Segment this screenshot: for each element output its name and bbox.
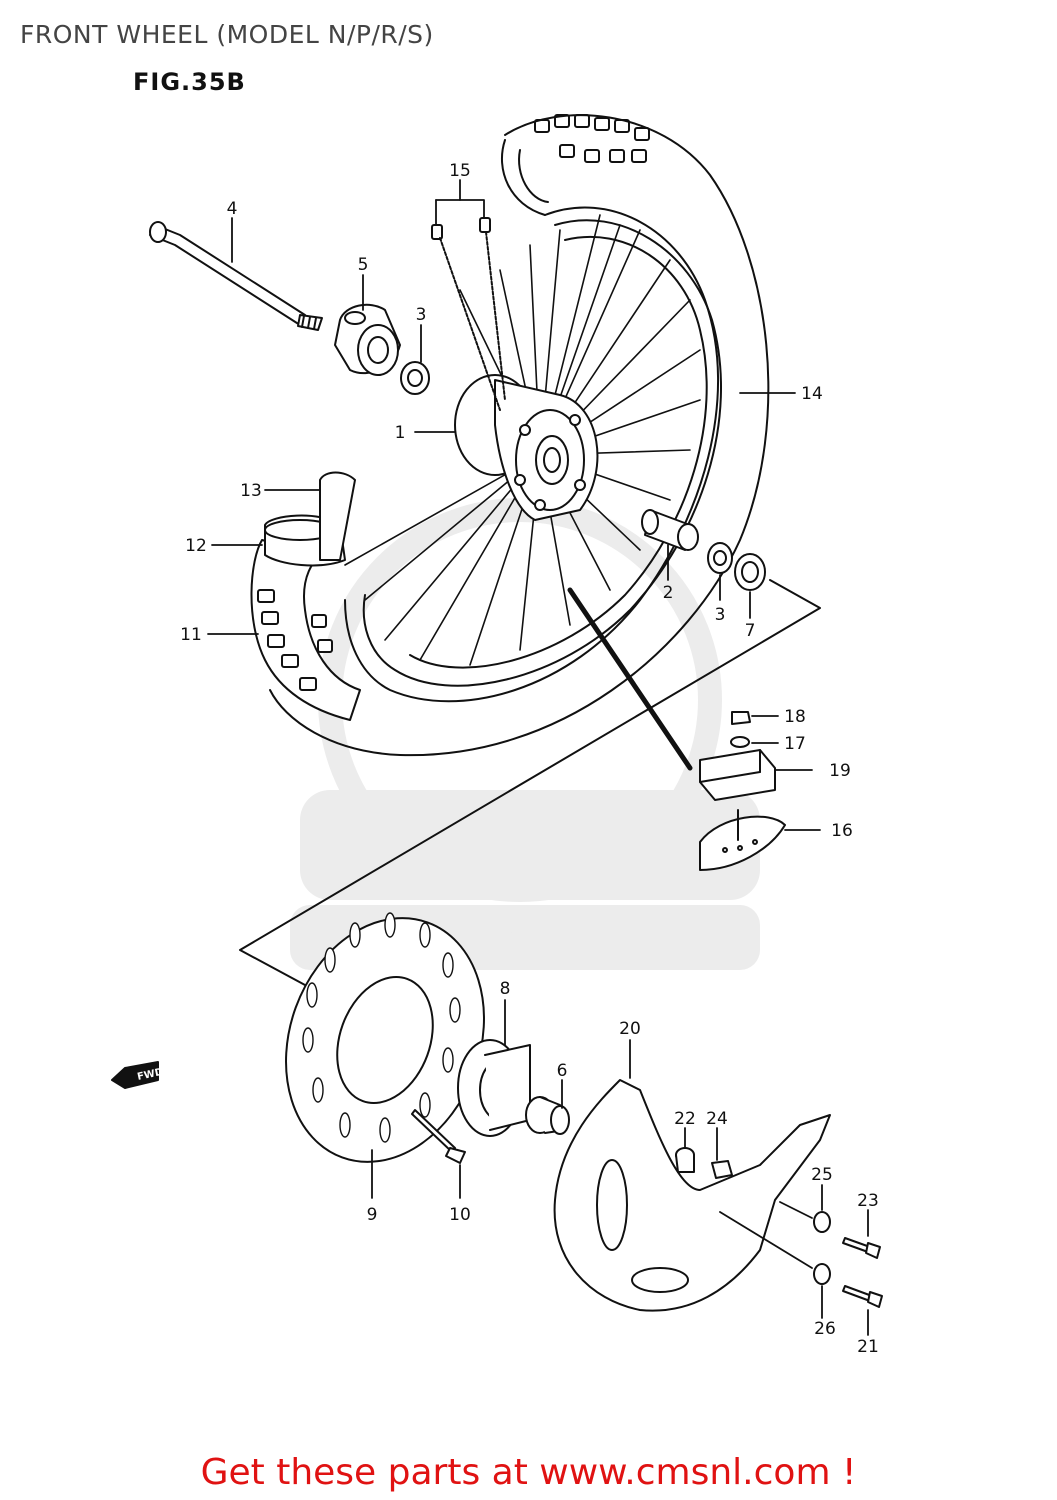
assembly-bracket bbox=[239, 579, 821, 986]
callout-10: 10 bbox=[449, 1205, 471, 1225]
callout-16: 16 bbox=[831, 821, 853, 841]
callout-6: 6 bbox=[557, 1061, 568, 1081]
callout-3b: 3 bbox=[715, 605, 726, 625]
callout-numbers: 1 2 3 3 4 5 6 7 8 9 10 11 12 13 14 15 16… bbox=[180, 161, 879, 1357]
wheel-bearing-left bbox=[400, 361, 430, 395]
callout-3a: 3 bbox=[416, 305, 427, 325]
callout-20: 20 bbox=[619, 1019, 641, 1039]
watermark-logo: CMS bbox=[408, 787, 653, 904]
nut bbox=[711, 1160, 733, 1179]
wheel-bearing-right bbox=[707, 542, 733, 574]
inner-tube bbox=[264, 471, 356, 567]
speedometer-gearbox bbox=[334, 303, 401, 376]
callout-7: 7 bbox=[745, 621, 756, 641]
callout-26: 26 bbox=[814, 1319, 836, 1339]
disc-cover bbox=[553, 1079, 831, 1312]
callout-8: 8 bbox=[500, 979, 511, 999]
fwd-label: FWD bbox=[136, 1067, 164, 1083]
callout-4: 4 bbox=[227, 199, 238, 219]
callout-11: 11 bbox=[180, 625, 202, 645]
oil-seal bbox=[734, 553, 766, 591]
callout-9: 9 bbox=[367, 1205, 378, 1225]
callout-14: 14 bbox=[801, 384, 823, 404]
washers bbox=[813, 1211, 831, 1285]
callout-12: 12 bbox=[185, 536, 207, 556]
tire-section bbox=[250, 539, 361, 721]
callout-1: 1 bbox=[395, 423, 406, 443]
front-hub bbox=[454, 374, 599, 521]
spokes bbox=[344, 214, 701, 666]
spacer bbox=[525, 1096, 570, 1135]
callout-22: 22 bbox=[674, 1109, 696, 1129]
valve-parts bbox=[431, 217, 506, 411]
cover-bolts bbox=[842, 1237, 883, 1308]
callout-17: 17 bbox=[784, 734, 806, 754]
footer-link-text[interactable]: Get these parts at www.cmsnl.com ! bbox=[200, 1452, 857, 1493]
callout-2: 2 bbox=[663, 583, 674, 603]
rim-lock bbox=[699, 711, 786, 871]
tire-tread-top bbox=[534, 114, 650, 163]
callout-13: 13 bbox=[240, 481, 262, 501]
page-title: FRONT WHEEL (MODEL N/P/R/S) bbox=[20, 20, 434, 49]
rim bbox=[362, 219, 722, 687]
axle-spacer bbox=[641, 509, 699, 551]
fwd-arrow-icon bbox=[111, 1061, 159, 1089]
watermark: CMS WWW.CMSNL.COM bbox=[290, 498, 760, 970]
figure-label: FIG.35B bbox=[133, 68, 246, 96]
brake-disc bbox=[285, 912, 485, 1163]
collar bbox=[675, 1147, 695, 1173]
callout-5: 5 bbox=[358, 255, 369, 275]
callout-18: 18 bbox=[784, 707, 806, 727]
callout-21: 21 bbox=[857, 1337, 879, 1357]
callout-15: 15 bbox=[449, 161, 471, 181]
rim-lock-arrow bbox=[567, 587, 693, 771]
leader-lines bbox=[207, 179, 869, 1336]
disc-bolt bbox=[411, 1109, 466, 1164]
speedometer-drive-gear bbox=[457, 1039, 531, 1137]
callout-25: 25 bbox=[811, 1165, 833, 1185]
callout-23: 23 bbox=[857, 1191, 879, 1211]
front-axle bbox=[149, 221, 323, 331]
tire bbox=[269, 114, 770, 757]
callout-19: 19 bbox=[829, 761, 851, 781]
callout-24: 24 bbox=[706, 1109, 728, 1129]
